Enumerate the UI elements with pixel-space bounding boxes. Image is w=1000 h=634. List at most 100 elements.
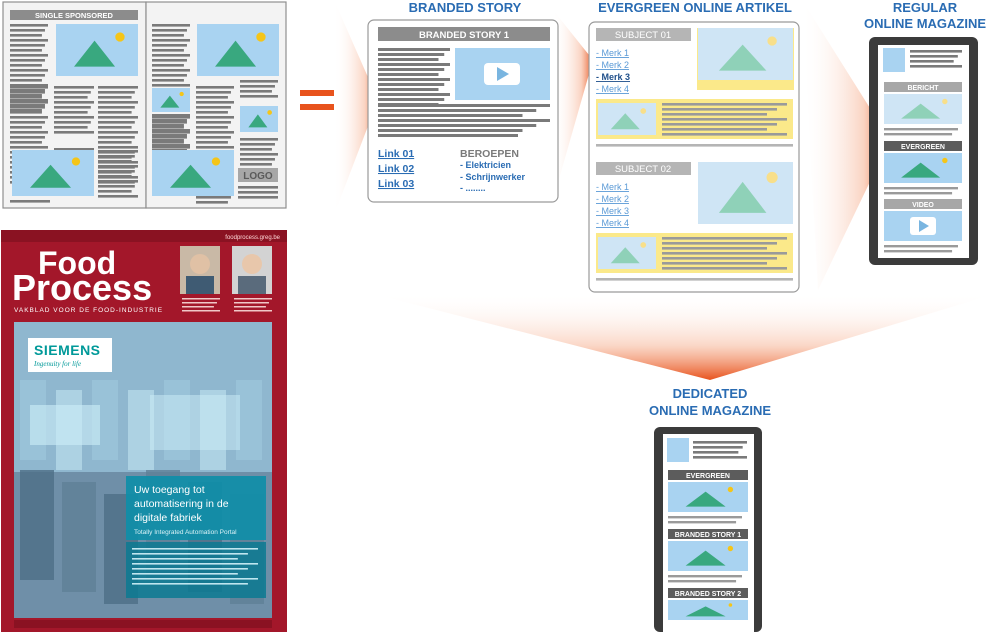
image-placeholder-icon [698, 28, 793, 80]
merk-link[interactable]: - Merk 2 [596, 194, 629, 204]
text-line-placeholder [10, 39, 48, 42]
text-line-placeholder [54, 131, 94, 134]
image-placeholder-icon [598, 237, 656, 269]
text-line-placeholder [378, 109, 537, 112]
arrow-to-regular [802, 0, 890, 290]
text-line-placeholder [596, 144, 793, 147]
text-line-placeholder [98, 175, 132, 178]
text-line-placeholder [234, 302, 269, 304]
merk-link[interactable]: - Merk 1 [596, 48, 629, 58]
magazine-subtitle: VAKBLAD VOOR DE FOOD-INDUSTRIE [14, 307, 163, 314]
text-line-placeholder [98, 170, 135, 173]
dedicated-section-1[interactable]: EVERGREEN [668, 470, 748, 524]
text-line-placeholder [884, 250, 953, 253]
text-line-placeholder [662, 252, 787, 255]
text-line-placeholder [152, 116, 190, 119]
text-line-placeholder [196, 141, 228, 144]
text-line-placeholder [10, 49, 42, 52]
text-line-placeholder [10, 111, 42, 114]
text-line-placeholder [910, 65, 962, 68]
regular-section-3[interactable]: VIDEO [884, 199, 962, 253]
text-line-placeholder [378, 93, 450, 96]
merk-link[interactable]: - Merk 4 [596, 84, 629, 94]
regular-heading-line2: ONLINE MAGAZINE [863, 16, 987, 31]
text-line-placeholder [152, 54, 190, 57]
text-line-placeholder [240, 85, 275, 88]
beroepen-item-schrijnwerker[interactable]: - Schrijnwerker [460, 172, 526, 182]
text-line-placeholder [54, 116, 94, 119]
branded-link-02[interactable]: Link 02 [378, 163, 414, 175]
beroepen-item-elektricien[interactable]: - Elektricien [460, 160, 511, 170]
equals-sign [300, 90, 334, 110]
text-line-placeholder [152, 131, 190, 134]
dedicated-section-title: BRANDED STORY 2 [675, 591, 741, 598]
text-line-placeholder [10, 96, 42, 99]
text-line-placeholder [98, 141, 132, 144]
text-line-placeholder [240, 143, 275, 146]
text-line-placeholder [378, 114, 523, 117]
text-line-placeholder [10, 69, 48, 72]
text-line-placeholder [54, 96, 88, 99]
branded-link-01[interactable]: Link 01 [378, 148, 414, 160]
text-line-placeholder [10, 121, 45, 124]
text-line-placeholder [152, 79, 184, 82]
text-line-placeholder [152, 74, 187, 77]
magazine-website: foodprocess.greg.be [225, 235, 280, 241]
branded-story-card-title: BRANDED STORY 1 [419, 30, 510, 41]
image-placeholder-icon [152, 88, 190, 112]
text-line-placeholder [152, 136, 187, 139]
dedicated-heading-line1: DEDICATED [672, 386, 748, 401]
text-line-placeholder [10, 59, 45, 62]
text-line-placeholder [378, 104, 550, 107]
merk-link[interactable]: - Merk 2 [596, 60, 629, 70]
dedicated-section-2[interactable]: BRANDED STORY 1 [668, 529, 748, 583]
text-line-placeholder [152, 119, 187, 122]
text-line-placeholder [152, 64, 184, 67]
merk-link[interactable]: - Merk 3 [596, 206, 629, 216]
text-line-placeholder [10, 116, 48, 119]
merk-link[interactable]: - Merk 1 [596, 182, 629, 192]
regular-section-1[interactable]: BERICHT [884, 82, 962, 136]
text-line-placeholder [54, 148, 94, 151]
text-line-placeholder [98, 160, 132, 163]
text-line-placeholder [240, 138, 278, 141]
text-line-placeholder [662, 247, 767, 250]
text-line-placeholder [98, 190, 132, 193]
image-placeholder-icon [598, 103, 656, 135]
text-line-placeholder [10, 126, 42, 129]
text-line-placeholder [240, 163, 272, 166]
dedicated-section-3[interactable]: BRANDED STORY 2 [668, 588, 748, 620]
text-line-placeholder [152, 129, 190, 132]
text-line-placeholder [693, 441, 747, 444]
text-line-placeholder [54, 91, 91, 94]
merk-link-active[interactable]: - Merk 3 [596, 72, 630, 82]
text-line-placeholder [10, 146, 48, 149]
text-line-placeholder [182, 302, 217, 304]
text-line-placeholder [693, 451, 739, 454]
arrow-to-dedicated [370, 293, 998, 380]
connector-arrows [334, 0, 998, 380]
text-line-placeholder [240, 158, 275, 161]
image-placeholder-icon [152, 150, 234, 196]
text-line-placeholder [98, 106, 135, 109]
factory-machine [236, 380, 262, 460]
text-line-placeholder [240, 90, 272, 93]
cover-headline-line3: digitale fabriek [134, 512, 202, 524]
text-line-placeholder [240, 153, 278, 156]
text-line-placeholder [132, 583, 248, 585]
text-line-placeholder [910, 55, 958, 58]
text-line-placeholder [10, 84, 48, 87]
merk-link[interactable]: - Merk 4 [596, 218, 629, 228]
branded-link-03[interactable]: Link 03 [378, 178, 414, 190]
magazine-cover: foodprocess.greg.be Food Process VAKBLAD… [1, 230, 287, 632]
factory-machine [128, 390, 154, 470]
regular-section-2[interactable]: EVERGREEN [884, 141, 962, 195]
text-line-placeholder [378, 78, 450, 81]
text-line-placeholder [10, 34, 42, 37]
text-line-placeholder [662, 128, 767, 131]
text-line-placeholder [662, 103, 787, 106]
text-line-placeholder [196, 101, 234, 104]
text-line-placeholder [196, 91, 231, 94]
regular-section-title: BERICHT [907, 85, 939, 92]
text-line-placeholder [234, 306, 266, 308]
